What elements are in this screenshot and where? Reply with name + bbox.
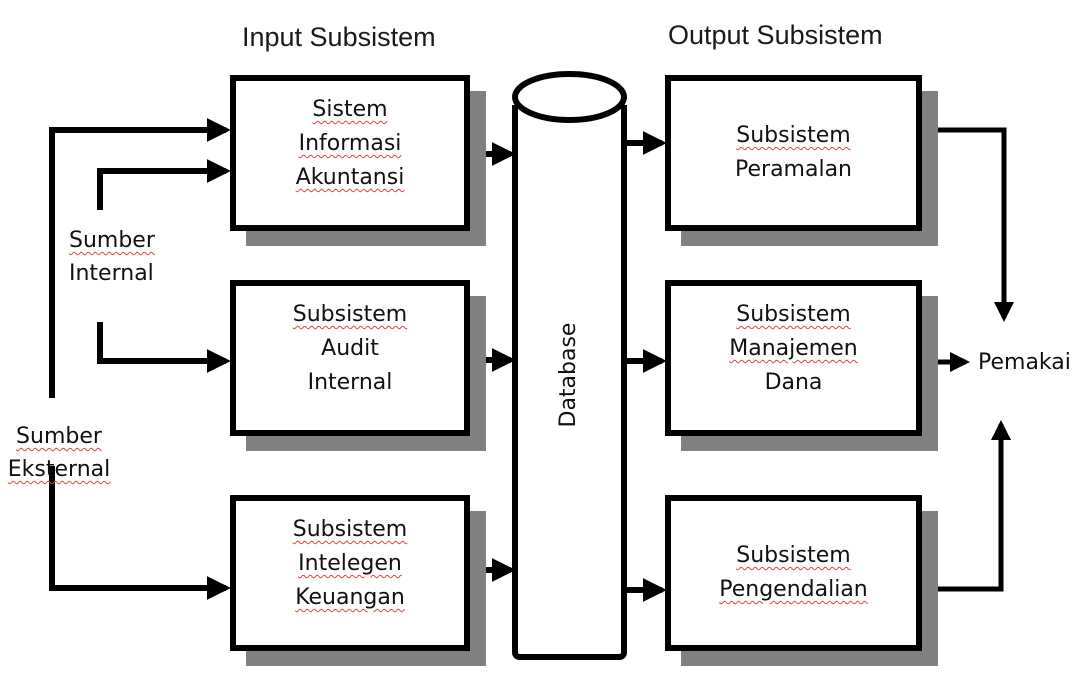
internal-to-audit-connector (97, 322, 231, 373)
database-cylinder-top (512, 71, 627, 123)
database-cylinder-body (512, 105, 627, 660)
input-box-subsistem-intelegen-keuangan[interactable]: Subsistem Intelegen Keuangan (230, 495, 470, 651)
box-text-line: Subsistem (736, 123, 851, 148)
box-text-line: Dana (764, 370, 823, 395)
source-external-line: Sumber (16, 424, 102, 449)
box-text-line: Audit (321, 336, 379, 361)
box-text-line: Internal (307, 370, 393, 395)
box-text-line: Pengendalian (719, 577, 868, 602)
source-external-line: Eksternal (7, 457, 111, 482)
box-text-line: Keuangan (295, 585, 405, 610)
input-box-subsistem-audit-internal[interactable]: Subsistem Audit Internal (230, 280, 470, 436)
box-text-line: Sistem (312, 97, 388, 122)
external-to-intelegen-connector (49, 466, 231, 600)
internal-to-sia-connector (97, 159, 231, 210)
box-text-line: Manajemen (729, 336, 858, 361)
user-label: Pemakai (978, 350, 1071, 375)
output-box-subsistem-pengendalian[interactable]: Subsistem Pengendalian (665, 495, 922, 651)
external-to-sia-connector (49, 118, 231, 398)
box-text-line: Subsistem (736, 302, 851, 327)
source-internal-label: Sumber Internal (69, 224, 155, 290)
box-text-line: Subsistem (292, 302, 408, 327)
peramalan-to-user-connector (937, 127, 1014, 322)
database-label: Database (556, 322, 581, 428)
source-internal-line: Internal (69, 261, 154, 286)
box-text-line: Subsistem (736, 543, 851, 568)
input-box-sistem-informasi-akuntansi[interactable]: Sistem Informasi Akuntansi (230, 75, 470, 231)
pengendalian-to-user-connector (937, 420, 1011, 592)
box-text-line: Subsistem (292, 517, 408, 542)
box-text-line: Peramalan (735, 157, 852, 182)
source-internal-line: Sumber (69, 228, 155, 253)
source-external-label: Sumber Eksternal (0, 420, 118, 486)
box-text-line: Akuntansi (295, 165, 405, 190)
box-text-line: Intelegen (298, 551, 402, 576)
output-subsystem-heading: Output Subsistem (668, 20, 883, 50)
box-text-line: Informasi (298, 131, 402, 156)
output-box-subsistem-manajemen-dana[interactable]: Subsistem Manajemen Dana (665, 280, 922, 436)
input-subsystem-heading: Input Subsistem (242, 22, 436, 52)
output-box-subsistem-peramalan[interactable]: Subsistem Peramalan (665, 75, 922, 231)
